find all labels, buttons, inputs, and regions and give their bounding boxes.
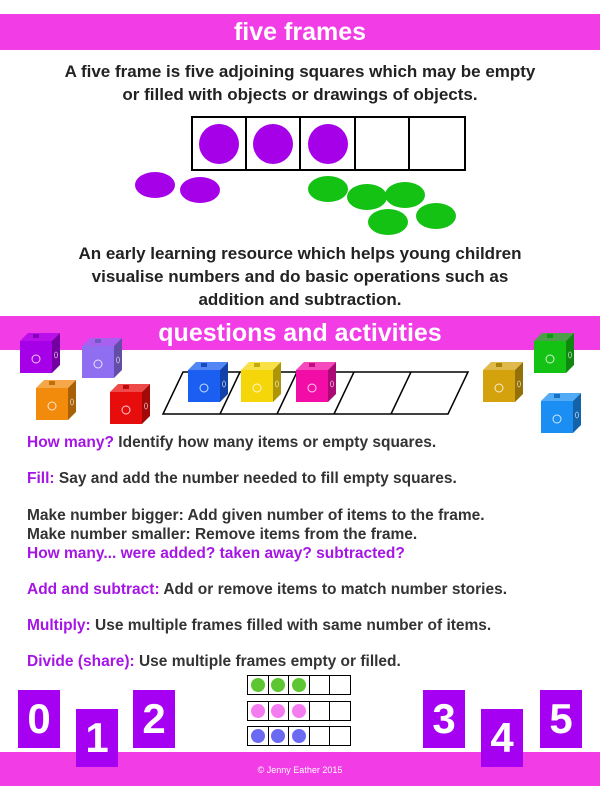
mini-frame-cell [248,676,269,694]
green-counter [347,184,387,210]
activity-text: Say and add the number needed to fill em… [54,470,457,487]
description-line-1: An early learning resource which helps y… [78,244,522,263]
cubes-illustration [20,333,581,433]
green-counter [308,176,348,202]
frame-cell [410,118,464,169]
mini-frame-cell [289,727,310,745]
counter-dot [253,123,294,164]
number-card-3: 3 [423,690,465,748]
unifix-cube [483,362,523,402]
intro-line-1: A five frame is five adjoining squares w… [64,62,536,81]
green-counter [368,209,408,235]
description-paragraph: An early learning resource which helps y… [0,242,600,311]
frame-cell [247,118,302,169]
mini-five-frame [247,701,351,721]
unifix-cube [541,393,581,433]
mini-frame-cell [330,702,350,720]
green-counter [385,182,425,208]
mini-frame-cell [330,727,350,745]
unifix-cube [241,362,281,402]
mini-frame-cell [269,727,290,745]
activity-multiply: Multiply: Use multiple frames filled wit… [27,616,587,635]
mini-frame-cell [269,702,290,720]
unifix-cube [82,338,122,378]
mini-frame-cell [310,727,331,745]
mini-counter-dot [271,704,286,718]
number-card-1: 1 [76,709,118,767]
number-card-4: 4 [481,709,523,767]
frame-cell [193,118,248,169]
mini-counter-dot [250,678,265,692]
mini-frame-cell [289,676,310,694]
mini-frame-cell [269,676,290,694]
section-title: questions and activities [158,319,442,347]
activity-add-subtract: Add and subtract: Add or remove items to… [27,580,587,599]
activity-text: Identify how many items or empty squares… [113,434,437,451]
mini-counter-dot [291,678,306,692]
activity-label: Divide (share): [27,653,135,670]
mini-counter-dot [271,678,286,692]
unifix-cube [20,333,60,373]
mini-frame-cell [330,676,350,694]
header-banner: five frames [0,14,600,50]
unifix-cube [110,384,150,424]
page-title: five frames [233,18,367,46]
activity-fill: Fill: Say and add the number needed to f… [27,469,587,488]
number-card-5: 5 [540,690,582,748]
counter-dot [199,123,240,164]
activity-text: Use multiple frames empty or filled. [134,653,401,670]
copyright-text: © Jenny Eather 2015 [257,765,343,775]
activity-label: Fill: [27,470,55,487]
intro-paragraph: A five frame is five adjoining squares w… [0,60,600,106]
unifix-cube [534,333,574,373]
description-line-3: addition and subtraction. [198,290,402,309]
frame-cell [356,118,410,169]
number-card-0: 0 [18,690,60,748]
activity-label: Add and subtract: [27,581,160,598]
purple-counter [180,177,220,203]
mini-frame-cell [248,727,269,745]
mini-frame-cell [289,702,310,720]
slanted-five-frame [161,371,470,415]
mini-frame-cell [310,702,331,720]
five-frame [191,116,466,171]
activity-label: Multiply: [27,617,91,634]
unifix-cube [188,362,228,402]
mini-counter-dot [250,729,265,743]
activity-added-taken: How many... were added? taken away? subt… [27,545,405,562]
unifix-cube [296,362,336,402]
activity-smaller: Make number smaller: Remove items from t… [27,526,418,543]
description-line-2: visualise numbers and do basic operation… [91,267,509,286]
mini-frame-cell [248,702,269,720]
activity-label: How many? [27,434,114,451]
activity-divide: Divide (share): Use multiple frames empt… [27,652,587,671]
activity-text: Add or remove items to match number stor… [159,581,508,598]
frame-cell [301,118,356,169]
mini-counter-dot [271,729,286,743]
activity-how-many: How many? Identify how many items or emp… [27,433,587,452]
mini-five-frame [247,726,351,746]
mini-counter-dot [250,704,265,718]
green-counter [416,203,456,229]
mini-counter-dot [291,729,306,743]
mini-frame-cell [310,676,331,694]
mini-counter-dot [291,704,306,718]
intro-line-2: or filled with objects or drawings of ob… [122,85,478,104]
activity-text: Use multiple frames filled with same num… [90,617,492,634]
number-card-2: 2 [133,690,175,748]
mini-five-frame [247,675,351,695]
counter-dot [307,123,348,164]
purple-counter [135,172,175,198]
unifix-cube [36,380,76,420]
activity-bigger: Make number bigger: Add given number of … [27,507,485,524]
